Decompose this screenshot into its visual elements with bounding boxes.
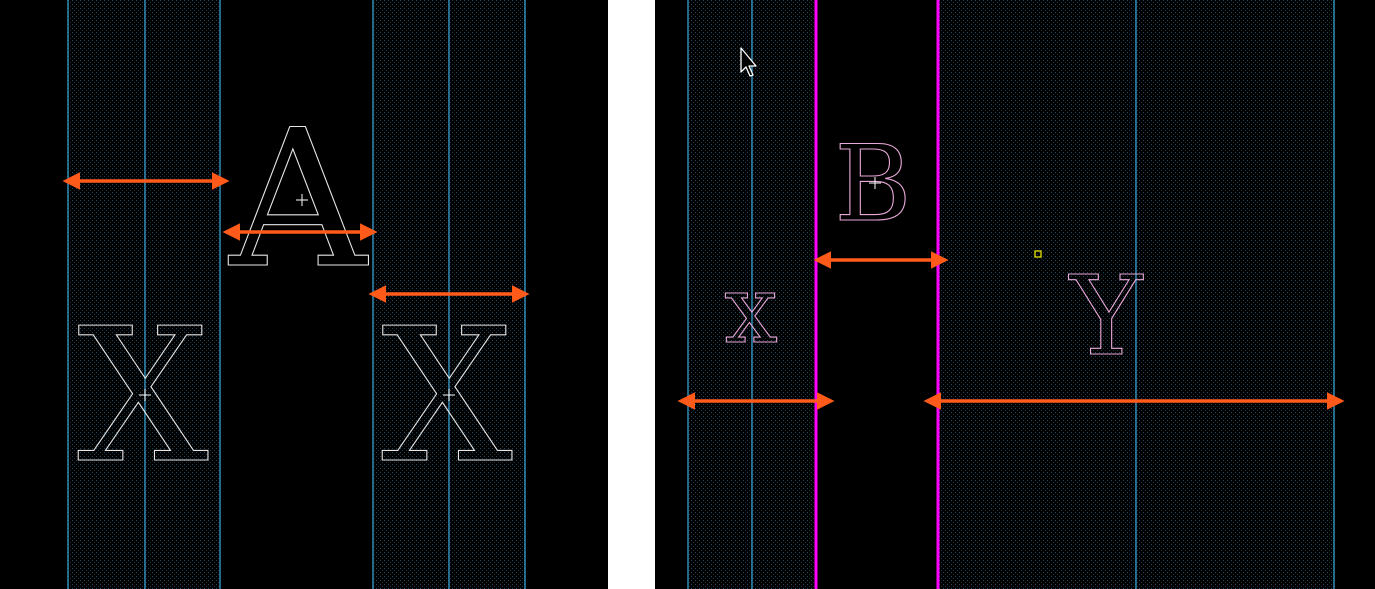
glyph-y: Y bbox=[1068, 252, 1144, 380]
origin-marks bbox=[139, 194, 455, 401]
anchor-point-icon bbox=[1034, 250, 1042, 258]
left-panel: A X X bbox=[0, 0, 608, 589]
spacing-arrows bbox=[677, 251, 1345, 410]
spacing-arrows bbox=[62, 172, 530, 303]
right-panel: B x Y bbox=[655, 0, 1375, 589]
origin-marks bbox=[869, 177, 881, 189]
mouse-pointer-icon bbox=[740, 47, 757, 77]
glyph-x-right: X bbox=[381, 288, 513, 504]
left-canvas: A X X bbox=[62, 0, 530, 589]
glyph-x-small: x bbox=[724, 255, 778, 365]
right-canvas: B x Y bbox=[677, 0, 1345, 589]
margin-lines bbox=[814, 0, 940, 589]
glyph-x-left: X bbox=[77, 288, 209, 504]
glyph-box-x-left bbox=[68, 0, 220, 589]
glyph-b: B bbox=[834, 123, 911, 245]
guide-lines bbox=[687, 0, 1335, 589]
